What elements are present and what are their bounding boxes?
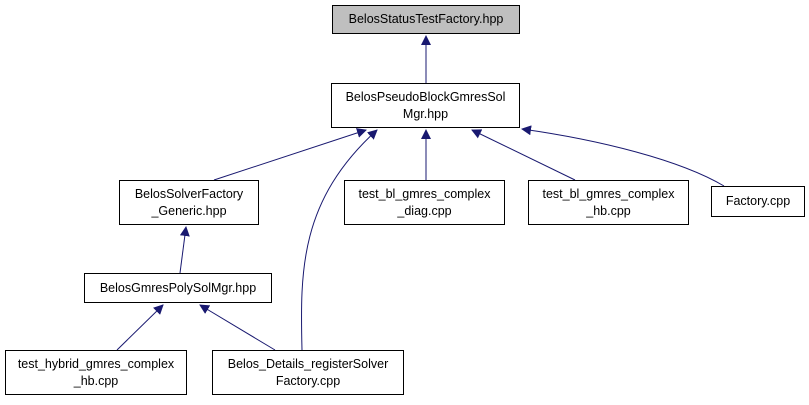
edge-poly-to-solverfactory [179, 226, 190, 274]
node-label: Factory.cpp [725, 194, 791, 208]
node-label-line1: BelosPseudoBlockGmresSol [345, 89, 506, 104]
node-label-line2: Factory.cpp [275, 373, 341, 388]
node-belos-pseudo-block-gmres-solmgr[interactable]: BelosPseudoBlockGmresSol Mgr.hpp [331, 83, 520, 128]
node-label-line1: test_hybrid_gmres_complex [17, 356, 175, 371]
edge-factory-to-pseudo [521, 125, 725, 187]
node-factory-cpp[interactable]: Factory.cpp [711, 186, 805, 217]
edge-hb-to-pseudo [471, 129, 576, 181]
node-label-line1: test_bl_gmres_complex [358, 186, 491, 201]
node-belos-gmres-poly-solmgr[interactable]: BelosGmresPolySolMgr.hpp [84, 273, 272, 303]
node-belos-solver-factory-generic[interactable]: BelosSolverFactory _Generic.hpp [119, 180, 259, 225]
edge-register-to-pseudo [300, 129, 378, 351]
node-label-line2: _hb.cpp [586, 203, 631, 218]
node-label-line2: _diag.cpp [397, 203, 452, 218]
edge-solverfactory-to-pseudo [213, 128, 367, 181]
node-test-bl-gmres-complex-diag[interactable]: test_bl_gmres_complex _diag.cpp [344, 180, 505, 225]
node-label-line2: Mgr.hpp [402, 106, 449, 121]
node-belos-details-register-solver-factory[interactable]: Belos_Details_registerSolver Factory.cpp [212, 350, 404, 395]
node-label-line2: _hb.cpp [73, 373, 119, 388]
node-belos-status-test-factory: BelosStatusTestFactory.hpp [332, 5, 520, 34]
node-label-line1: Belos_Details_registerSolver [227, 356, 389, 371]
node-label-line1: test_bl_gmres_complex [542, 186, 675, 201]
node-label: BelosGmresPolySolMgr.hpp [99, 280, 257, 295]
node-label-line1: BelosSolverFactory [134, 186, 244, 201]
node-test-bl-gmres-complex-hb[interactable]: test_bl_gmres_complex _hb.cpp [528, 180, 689, 225]
node-label-line2: _Generic.hpp [151, 203, 227, 218]
edge-register-to-poly [199, 304, 276, 351]
edge-hybrid-to-poly [116, 304, 164, 351]
node-test-hybrid-gmres-complex-hb[interactable]: test_hybrid_gmres_complex _hb.cpp [5, 350, 187, 395]
node-label: BelosStatusTestFactory.hpp [348, 12, 504, 26]
